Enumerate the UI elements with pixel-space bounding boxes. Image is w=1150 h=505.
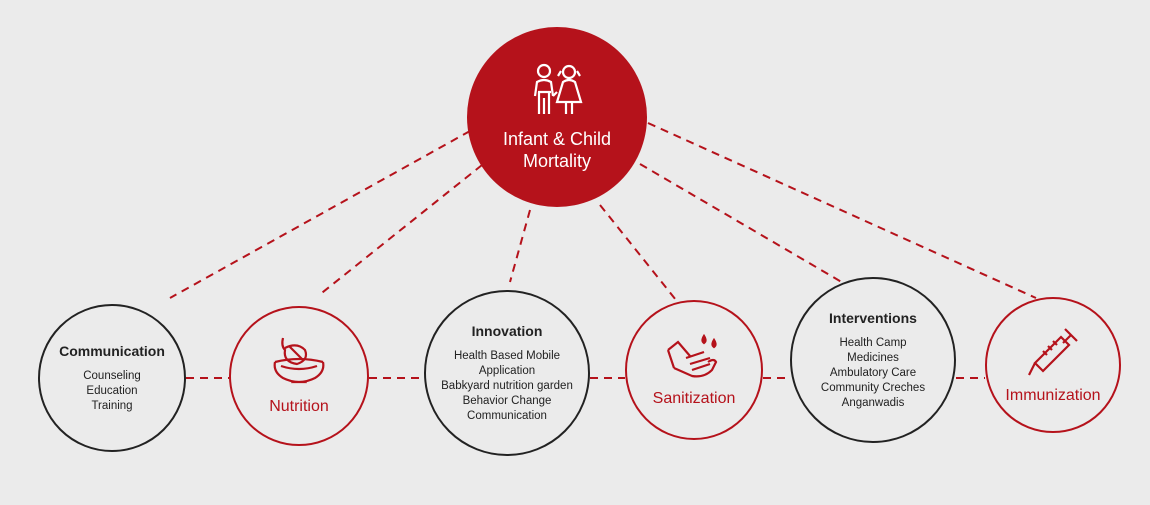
node-nutrition: Nutrition [229,306,369,446]
node-label: Nutrition [269,398,329,415]
node-communication: Communication Counseling Education Train… [38,304,186,452]
node-item: Counseling [83,369,141,382]
node-item: Medicines [847,351,899,364]
node-immunization: Immunization [985,297,1121,433]
connector-interventions [639,163,846,285]
connector-nutrition [317,164,483,297]
hand-wash-icon [666,333,718,378]
node-item: Health Camp [839,336,907,349]
syringe-icon [1028,328,1078,376]
connector-sanitization [599,204,677,301]
node-title: Communication [59,342,165,359]
connector-immunization [647,122,1037,299]
node-title: Interventions [829,309,917,326]
node-item: Ambulatory Care [829,366,917,379]
node-item: Training [91,399,133,412]
node-item: Anganwadis [841,396,905,409]
node-item: Babkyard nutrition garden [441,379,573,392]
node-innovation: Innovation Health Based Mobile Applicati… [424,290,590,456]
node-item: Health Based Mobile [453,349,561,362]
children-icon [533,63,583,114]
node-sanitization: Sanitization [625,300,763,440]
node-item: Communication [467,409,547,422]
node-item: Education [86,384,138,397]
node-interventions: Interventions Health Camp Medicines Ambu… [790,277,956,443]
node-item: Community Creches [820,381,926,394]
connector-communication [169,130,471,299]
connector-innovation [509,209,531,283]
bowl-leaf-icon [273,337,325,384]
node-label: Sanitization [652,390,736,407]
node-label: Immunization [1005,387,1101,404]
node-title: Innovation [471,322,543,339]
node-item: Application [478,364,536,377]
node-item: Behavior Change [462,394,552,407]
